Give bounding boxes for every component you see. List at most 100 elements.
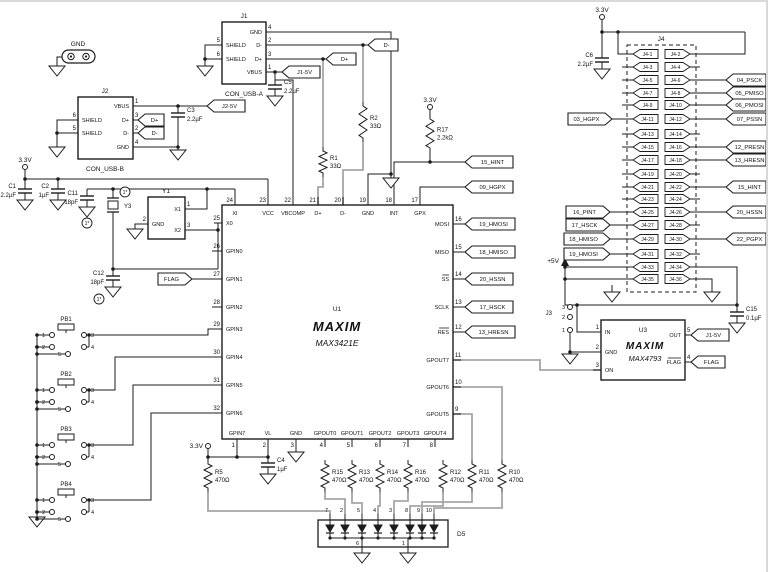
- j4-pin-label: J4-18: [669, 158, 682, 164]
- pin-number: 2: [596, 345, 600, 351]
- net-flag-label: J2-5V: [222, 104, 237, 110]
- res-ref: R11: [479, 470, 490, 476]
- j4-pin-label: J4-17: [641, 158, 654, 164]
- junction-dot: [428, 160, 432, 164]
- j4-pin-label: J4-26: [669, 210, 682, 216]
- junction-dot: [735, 303, 739, 307]
- j4-pin-J4-36: [664, 274, 691, 284]
- j4-pin-J4-10: [664, 100, 691, 110]
- net-flag-03_HGPX: [567, 112, 613, 126]
- junction-dot: [35, 333, 39, 337]
- res-value: 2.2kΩ: [437, 136, 453, 142]
- junction-dot: [432, 536, 436, 540]
- j4-pin-J4-2: [664, 49, 691, 59]
- pin-number: 3: [291, 443, 295, 449]
- pin-name: GND: [290, 431, 302, 437]
- j4-pin-label: J4-9: [643, 103, 653, 109]
- note-marker-label: 1*: [85, 221, 90, 227]
- j4-pin-J4-34: [664, 262, 691, 272]
- net-flag-label: 18_HMISO: [569, 237, 598, 243]
- led-symbol: [405, 524, 415, 534]
- ground-symbol: [560, 353, 580, 365]
- pin-name: GPOUT7: [426, 358, 449, 364]
- ground-symbol: [352, 552, 372, 564]
- pin-number: 16: [455, 217, 462, 223]
- j4-pin-J4-7: [632, 88, 659, 98]
- note-marker: [119, 186, 131, 198]
- maxim-logo: MAXIM: [313, 319, 362, 334]
- led-symbol: [373, 524, 383, 534]
- pin-name: SS: [442, 277, 450, 283]
- ground-symbol: [47, 65, 67, 77]
- res-ref: R17: [437, 128, 449, 134]
- pin-name: GPIN5: [226, 383, 243, 389]
- j4-pin-label: J4-12: [669, 117, 682, 123]
- junction-dot: [328, 536, 332, 540]
- cap-ref: C1: [8, 184, 16, 190]
- j4-pin-J4-18: [664, 155, 691, 165]
- j4-pin-label: J4-3: [643, 65, 653, 71]
- net-flag-22_PGPX: [725, 232, 766, 246]
- junction-dot: [343, 536, 347, 540]
- led-array-D5: [317, 519, 449, 548]
- crystal-Y3: [107, 200, 119, 210]
- net-flag-label: 20_HSSN: [480, 277, 506, 283]
- j4-pin-J4-29: [632, 234, 659, 244]
- net-flag-label: 09_HGPX: [479, 185, 505, 191]
- pushbutton-ref: PB3: [60, 427, 72, 433]
- j4-pin-J4-19: [632, 169, 659, 179]
- res-value: 33Ω: [330, 164, 342, 170]
- j4-pin-label: J4-21: [641, 185, 654, 191]
- j4-pin-label: J4-23: [641, 197, 654, 203]
- cap-value: 2.2µF: [187, 117, 203, 123]
- pin-name: D-: [340, 211, 346, 217]
- ground-symbol: [15, 199, 35, 211]
- pin-name: GPIN0: [226, 249, 243, 255]
- resistor-R13: [346, 460, 358, 492]
- j4-pin-J4-20: [664, 169, 691, 179]
- junction-dot: [408, 536, 412, 540]
- pin-number: 2: [42, 400, 45, 406]
- pin-number: 1: [232, 443, 236, 449]
- res-value: 470Ω: [332, 478, 347, 484]
- pin-name: GPIN2: [226, 305, 243, 311]
- junction-dot: [616, 30, 620, 34]
- power-node: [22, 164, 28, 170]
- net-flag-label: D+: [151, 118, 159, 124]
- junction-dot: [376, 536, 380, 540]
- pin-number: 2: [562, 315, 565, 321]
- pin-name: MOSI: [435, 222, 450, 228]
- j4-pin-J4-22: [664, 182, 691, 192]
- power-label: 3.3V: [190, 443, 204, 450]
- net-flag-label: 15_HINT: [481, 160, 505, 166]
- net-flag-FLAG: [690, 355, 726, 369]
- j4-pin-label: J4-33: [641, 265, 654, 271]
- pin-name: SHIELD: [82, 118, 102, 124]
- cap-ref: C4: [277, 458, 285, 464]
- pin-name: RES: [438, 330, 450, 336]
- net-flag-04_PSCK: [725, 73, 766, 87]
- pin-number: 10: [426, 508, 432, 514]
- ic-part-number: MAX3421E: [316, 338, 359, 348]
- ic-ref: J1: [241, 13, 248, 20]
- pin-number: 1: [596, 325, 600, 331]
- net-flag-15_HINT: [725, 180, 766, 194]
- j4-pin-J4-4: [664, 62, 691, 72]
- pin-number: 1: [402, 541, 405, 547]
- j4-pin-label: J4-28: [669, 223, 682, 229]
- pb-contact: [81, 509, 87, 515]
- junction-dot: [420, 536, 424, 540]
- plus5-arrow: [561, 258, 569, 266]
- pin-number: 1: [187, 202, 191, 208]
- pin-name: GPOUT4: [424, 431, 447, 437]
- pb-contact: [81, 399, 87, 405]
- pin-name: VL: [265, 431, 272, 437]
- j3-pin-3: [567, 304, 573, 310]
- pin-name: MISO: [435, 250, 450, 256]
- res-ref: R2: [370, 116, 378, 122]
- res-ref: R1: [330, 156, 338, 162]
- j4-pin-label: J4-6: [671, 78, 681, 84]
- pb-contact: [49, 454, 55, 460]
- ground-symbol: [103, 286, 123, 298]
